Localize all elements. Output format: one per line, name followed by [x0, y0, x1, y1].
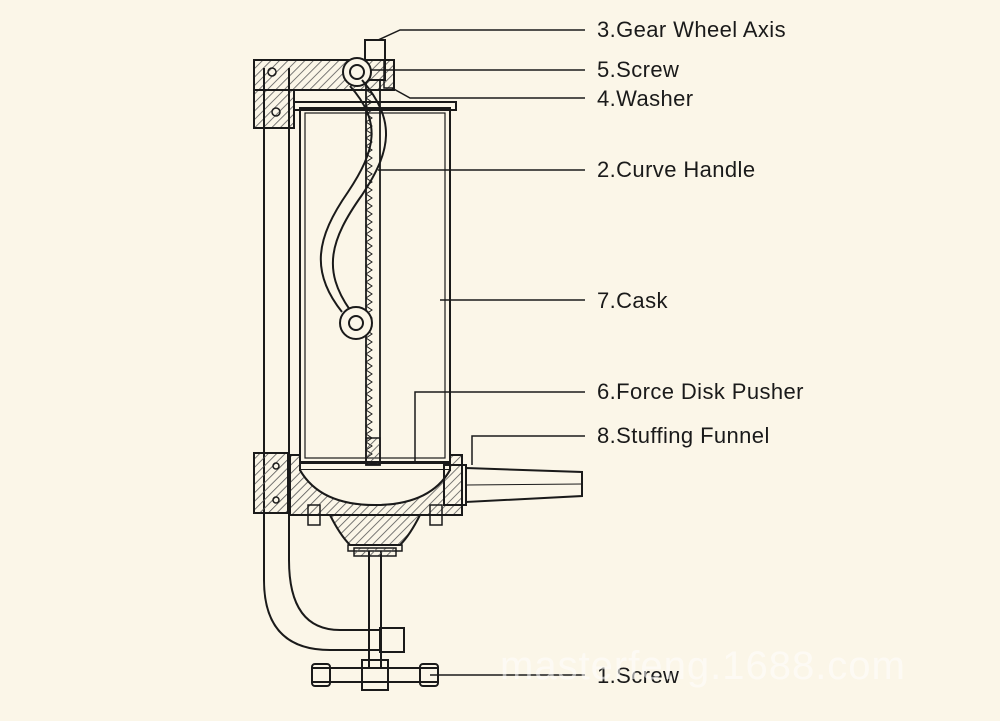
- cask-base: [289, 454, 463, 552]
- label-screw-top: 5.Screw: [597, 57, 680, 82]
- wall-bracket: [253, 59, 405, 653]
- curve-handle: [319, 79, 387, 340]
- label-force-disk-pusher: 6.Force Disk Pusher: [597, 379, 804, 404]
- leader-lines: [370, 29, 585, 676]
- leader-stuffing-funnel: [471, 435, 585, 465]
- label-cask: 7.Cask: [597, 288, 668, 313]
- stuffing-funnel: [443, 464, 583, 506]
- watermark: masterfeng.1688.com: [500, 644, 906, 688]
- leader-gear-wheel-axis: [377, 29, 585, 41]
- cask-body: [293, 101, 457, 464]
- gear-rack: [365, 79, 381, 466]
- label-washer: 4.Washer: [597, 86, 694, 111]
- label-stuffing-funnel: 8.Stuffing Funnel: [597, 423, 770, 448]
- gear-wheel-axis: [342, 39, 395, 89]
- label-gear-wheel-axis: 3.Gear Wheel Axis: [597, 17, 786, 42]
- bottom-screw: [311, 547, 439, 691]
- leader-force-disk-pusher: [414, 391, 585, 462]
- leader-washer: [391, 87, 585, 99]
- label-screw-bottom: 1.Screw: [597, 663, 680, 688]
- label-curve-handle: 2.Curve Handle: [597, 157, 756, 182]
